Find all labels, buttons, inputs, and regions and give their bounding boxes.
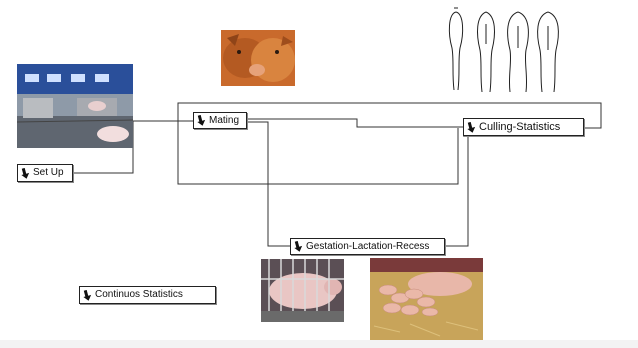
continuos-statistics-label: Continuos Statistics [95, 289, 183, 300]
sow-with-piglets-photo [370, 258, 483, 341]
sow-rear-view-drawings [446, 4, 566, 96]
setup-label: Set Up [33, 167, 64, 178]
connector-setup-mating [73, 120, 193, 174]
continuos-statistics-node[interactable]: Continuos Statistics [79, 286, 216, 304]
connector-gestation-culling [445, 135, 469, 247]
arrow-down-right-icon [21, 167, 30, 179]
mating-label: Mating [209, 114, 240, 126]
connector-culling-loop-top [177, 102, 602, 185]
bottom-strip [0, 340, 638, 348]
culling-statistics-label: Culling-Statistics [479, 121, 561, 133]
connector-mating-culling [247, 118, 463, 128]
gestation-lactation-recess-node[interactable]: Gestation-Lactation-Recess [290, 238, 445, 255]
mating-node[interactable]: Mating [193, 112, 247, 129]
sow-in-gestation-crate-photo [261, 259, 344, 322]
pig-barn-photo [17, 64, 133, 148]
arrow-down-right-icon [197, 115, 206, 126]
arrow-down-right-icon [467, 121, 476, 133]
setup-node[interactable]: Set Up [17, 164, 73, 182]
arrow-down-right-icon [83, 289, 92, 301]
gestation-lactation-recess-label: Gestation-Lactation-Recess [306, 240, 430, 252]
culling-statistics-node[interactable]: Culling-Statistics [463, 118, 584, 136]
pig-heads-photo [221, 30, 295, 86]
arrow-down-right-icon [294, 241, 303, 252]
